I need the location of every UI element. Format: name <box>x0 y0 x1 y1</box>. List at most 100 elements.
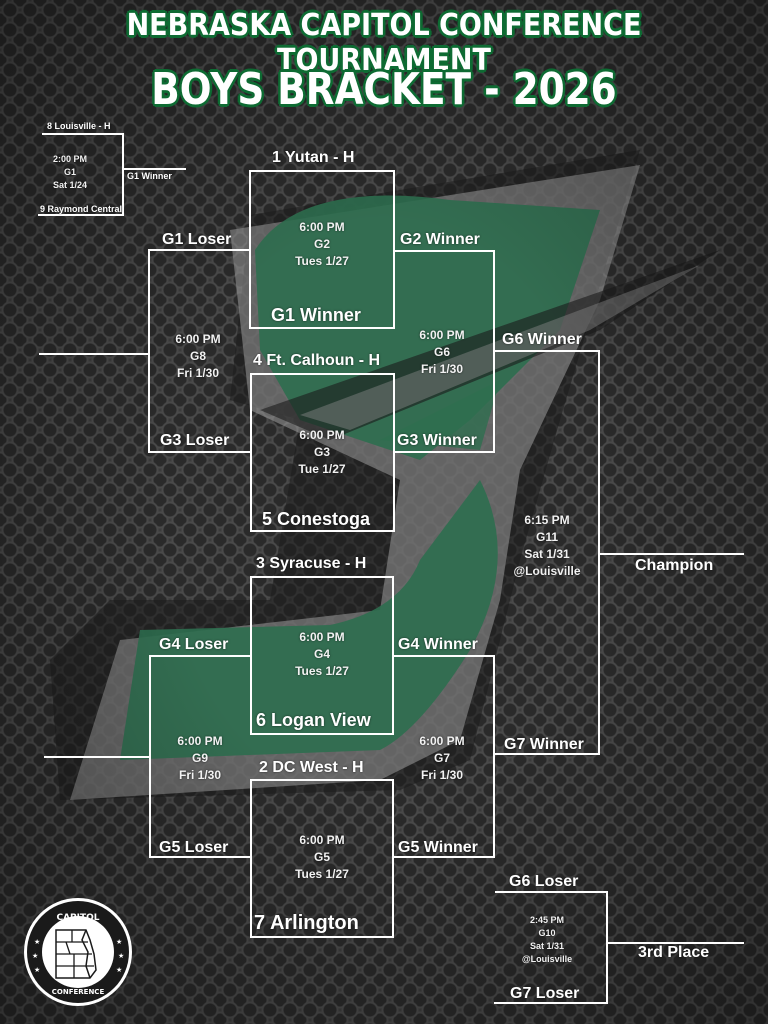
g5-bottom-line <box>250 936 394 938</box>
svg-text:CONFERENCE: CONFERENCE <box>52 988 105 996</box>
g7-date: Fri 1/30 <box>420 768 464 782</box>
g10-location: @Louisville <box>521 954 573 964</box>
g10-info: 2:45 PM G10 Sat 1/31 @Louisville <box>512 914 582 966</box>
g8-info: 6:00 PM G8 Fri 1/30 <box>150 331 246 382</box>
g8-output-line <box>39 353 149 355</box>
g8-bottom-line <box>148 451 251 453</box>
g1-top-line <box>42 133 124 135</box>
g1-time: 2:00 PM <box>52 154 87 164</box>
svg-text:★: ★ <box>116 966 122 974</box>
g11-right-line <box>598 350 600 755</box>
g1-top-team: 8 Louisville - H <box>47 121 111 131</box>
g9-game-number: G9 <box>191 751 208 765</box>
g1-bottom-line <box>38 214 124 216</box>
third-place-label: 3rd Place <box>638 944 710 961</box>
g7-time: 6:00 PM <box>419 734 465 748</box>
g6-top-line <box>393 250 495 252</box>
g3-top-line <box>250 373 395 375</box>
g3-left-line <box>250 373 252 532</box>
g10-date: Sat 1/31 <box>529 941 565 951</box>
g7-info: 6:00 PM G7 Fri 1/30 <box>393 733 491 784</box>
g6-date: Fri 1/30 <box>420 362 464 376</box>
g6-top-team: G2 Winner <box>400 231 480 248</box>
g9-time: 6:00 PM <box>177 734 223 748</box>
g5-info: 6:00 PM G5 Tues 1/27 <box>262 832 382 883</box>
g7-top-line <box>393 655 495 657</box>
g3-game-number: G3 <box>313 445 330 459</box>
g6-bottom-line <box>393 451 495 453</box>
g3-bottom-team: 5 Conestoga <box>262 509 371 529</box>
g7-top-team: G4 Winner <box>398 636 478 653</box>
g8-top-line <box>148 249 251 251</box>
g6-info: 6:00 PM G6 Fri 1/30 <box>393 327 491 378</box>
g4-game-number: G4 <box>313 647 330 661</box>
g4-left-line <box>250 576 252 735</box>
g9-date: Fri 1/30 <box>178 768 222 782</box>
g6-time: 6:00 PM <box>419 328 465 342</box>
g7-bottom-line <box>393 856 495 858</box>
g9-output-line <box>44 756 150 758</box>
g1-advance-line <box>122 168 186 170</box>
g2-top-team: 1 Yutan - H <box>272 149 355 166</box>
g4-info: 6:00 PM G4 Tues 1/27 <box>262 629 382 680</box>
g5-right-line <box>392 779 394 938</box>
g11-info: 6:15 PM G11 Sat 1/31 @Louisville <box>507 512 587 580</box>
g9-left-line <box>149 655 151 858</box>
svg-text:★: ★ <box>34 938 40 946</box>
g5-left-line <box>250 779 252 938</box>
g4-time: 6:00 PM <box>299 630 345 644</box>
capitol-conference-logo: CAPITOL CONFERENCE ★ ★ ★ ★ ★ ★ <box>22 896 134 1008</box>
g11-game-number: G11 <box>535 530 559 544</box>
g3-top-team: 4 Ft. Calhoun - H <box>253 352 381 369</box>
g2-date: Tues 1/27 <box>295 254 349 268</box>
g3-bottom-line <box>250 530 395 532</box>
g11-top-team: G6 Winner <box>502 331 582 348</box>
g1-bottom-team: 9 Raymond Central <box>40 204 123 214</box>
g11-time: 6:15 PM <box>524 513 570 527</box>
g2-bottom-line <box>249 327 395 329</box>
g1-connector <box>122 133 124 216</box>
g2-time: 6:00 PM <box>299 220 345 234</box>
g6-game-number: G6 <box>433 345 450 359</box>
g3-date: Tue 1/27 <box>298 462 346 476</box>
g10-bottom-team: G7 Loser <box>510 985 580 1002</box>
g11-date: Sat 1/31 <box>524 547 570 561</box>
g1-advance-label: G1 Winner <box>127 171 172 181</box>
g11-bottom-team: G7 Winner <box>504 736 584 753</box>
g10-right-line <box>606 891 608 1004</box>
g9-bottom-line <box>149 856 251 858</box>
g4-date: Tues 1/27 <box>295 664 349 678</box>
g2-top-line <box>249 170 395 172</box>
g7-bottom-team: G5 Winner <box>398 839 478 856</box>
g9-bottom-team: G5 Loser <box>159 839 229 856</box>
g2-game-number: G2 <box>313 237 330 251</box>
svg-text:★: ★ <box>32 952 38 960</box>
g4-bottom-team: 6 Logan View <box>256 710 371 730</box>
g8-bottom-team: G3 Loser <box>160 432 230 449</box>
g10-top-team: G6 Loser <box>509 873 579 890</box>
g10-top-line <box>495 891 608 893</box>
g4-top-line <box>250 576 394 578</box>
g6-bottom-team: G3 Winner <box>397 432 477 449</box>
g3-info: 6:00 PM G3 Tue 1/27 <box>262 427 382 478</box>
g2-bottom-team: G1 Winner <box>271 305 361 325</box>
g10-game-number: G10 <box>538 928 556 938</box>
g11-location: @Louisville <box>513 564 581 578</box>
third-place-line <box>606 942 744 944</box>
g1-game-number: G1 <box>63 167 76 177</box>
g8-top-team: G1 Loser <box>162 231 232 248</box>
g7-game-number: G7 <box>433 751 450 765</box>
g1-info: 2:00 PM G1 Sat 1/24 <box>40 153 100 192</box>
g10-time: 2:45 PM <box>529 915 564 925</box>
g8-time: 6:00 PM <box>175 332 221 346</box>
g5-time: 6:00 PM <box>299 833 345 847</box>
g8-left-line <box>148 249 150 453</box>
champion-line <box>598 553 744 555</box>
g8-game-number: G8 <box>189 349 206 363</box>
g5-date: Tues 1/27 <box>295 867 349 881</box>
g2-right-line <box>393 170 395 329</box>
page-subtitle: Boys Bracket - 2026 <box>151 64 617 115</box>
g4-bottom-line <box>250 733 394 735</box>
g9-top-line <box>149 655 251 657</box>
